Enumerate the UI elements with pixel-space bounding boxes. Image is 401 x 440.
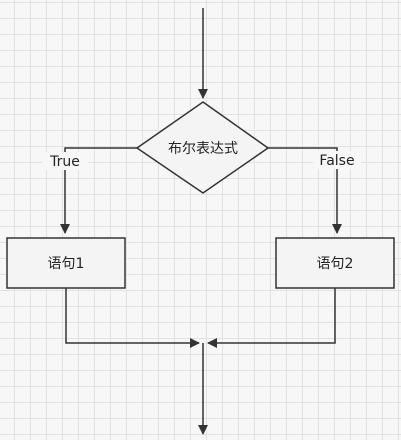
statement-2-box[interactable] — [275, 237, 395, 289]
decision-label: 布尔表达式 — [168, 141, 238, 157]
statement-1-label: 语句1 — [48, 256, 85, 272]
false-edge — [268, 147, 342, 234]
false-edge-label: False — [319, 153, 354, 169]
true-edge-label: True — [49, 154, 80, 170]
decision-diamond[interactable] — [135, 101, 270, 194]
statement-2-label: 语句2 — [317, 256, 354, 272]
true-edge — [60, 147, 137, 234]
merge-edge-right — [207, 288, 336, 348]
true-label-bg — [42, 152, 88, 170]
false-label-bg — [313, 151, 361, 169]
merge-edge-left — [65, 288, 200, 348]
